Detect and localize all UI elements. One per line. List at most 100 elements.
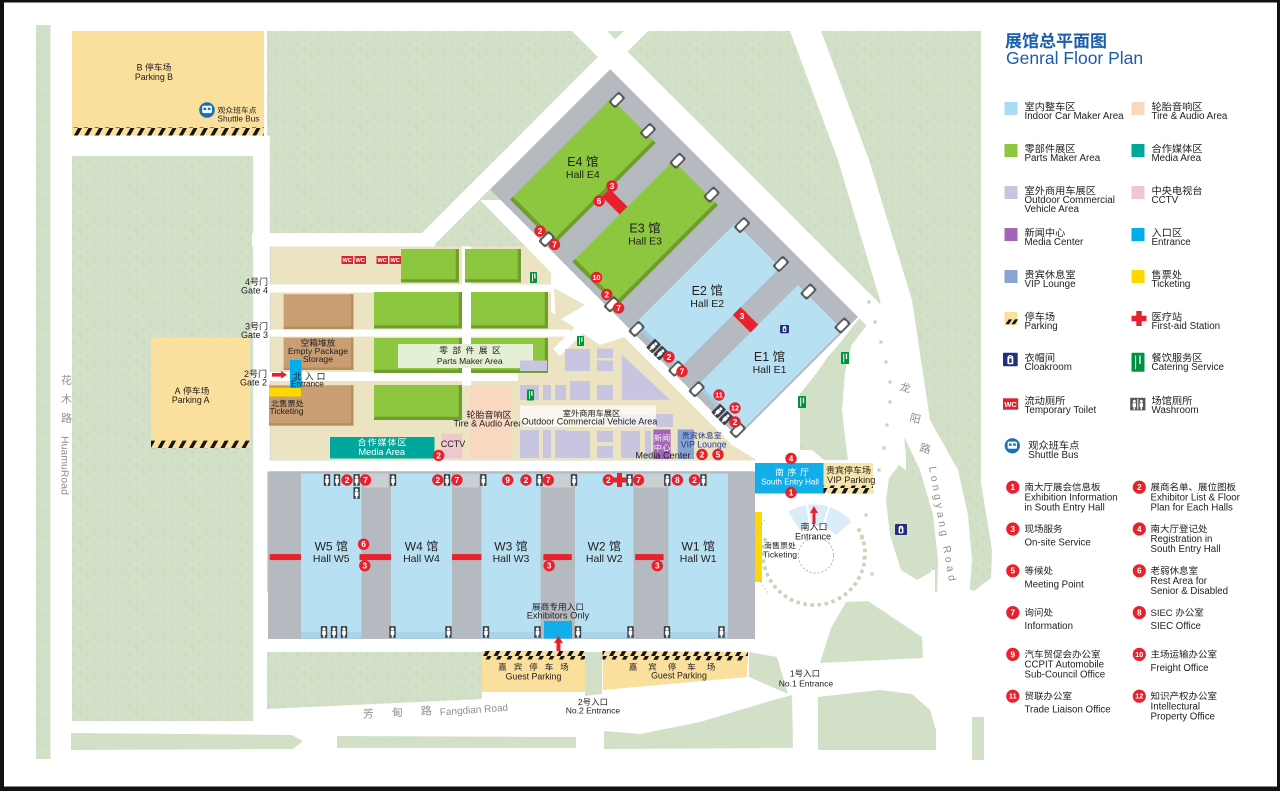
svg-text:Hall W4: Hall W4 — [403, 553, 440, 565]
svg-text:Registration in: Registration in — [1151, 534, 1213, 545]
svg-text:2: 2 — [578, 697, 583, 707]
svg-text:South Entry Hall: South Entry Hall — [1151, 544, 1221, 555]
svg-text:W3: W3 — [494, 540, 512, 554]
svg-text:Cloakroom: Cloakroom — [1025, 362, 1072, 373]
svg-text:3: 3 — [740, 312, 745, 321]
svg-text:Parts Maker Area: Parts Maker Area — [1025, 153, 1101, 164]
svg-text:Media Center: Media Center — [635, 451, 690, 461]
svg-text:9: 9 — [505, 476, 510, 485]
svg-text:E1: E1 — [754, 350, 769, 364]
svg-text:1: 1 — [1011, 483, 1016, 492]
svg-text:Trade Liaison Office: Trade Liaison Office — [1025, 705, 1111, 716]
svg-text:3: 3 — [1011, 525, 1016, 534]
svg-text:Gate 2: Gate 2 — [240, 378, 267, 388]
svg-text:2: 2 — [692, 476, 697, 485]
svg-text:5: 5 — [1011, 567, 1016, 576]
svg-text:B: B — [137, 63, 143, 73]
svg-text:Exhibition Information: Exhibition Information — [1025, 492, 1118, 503]
svg-text:Exhibitor List & Floor: Exhibitor List & Floor — [1151, 492, 1241, 503]
svg-text:Shuttle Bus: Shuttle Bus — [218, 115, 260, 124]
svg-text:11: 11 — [1009, 692, 1017, 701]
svg-text:Hall E1: Hall E1 — [753, 364, 787, 376]
svg-text:3: 3 — [363, 562, 368, 571]
svg-text:Entrance: Entrance — [795, 532, 831, 542]
svg-text:W5: W5 — [315, 540, 333, 554]
svg-text:9: 9 — [1011, 650, 1016, 659]
svg-text:Ticketing: Ticketing — [763, 550, 797, 560]
svg-text:On-site Service: On-site Service — [1025, 538, 1091, 549]
svg-text:10: 10 — [1135, 650, 1143, 659]
svg-text:Temporary Toilet: Temporary Toilet — [1025, 405, 1097, 416]
svg-text:Entrance: Entrance — [1152, 237, 1192, 248]
svg-text:7: 7 — [616, 304, 621, 313]
svg-text:SIEC Office: SIEC Office — [1151, 621, 1201, 632]
svg-text:3: 3 — [610, 182, 615, 191]
svg-text:2: 2 — [244, 369, 249, 379]
svg-text:Property Office: Property Office — [1151, 711, 1215, 722]
svg-text:Media Center: Media Center — [1025, 237, 1085, 248]
svg-text:Parking A: Parking A — [172, 395, 210, 405]
svg-text:Genral Floor Plan: Genral Floor Plan — [1006, 48, 1143, 68]
svg-text:Hall W5: Hall W5 — [313, 553, 350, 565]
svg-text:Entrance: Entrance — [291, 380, 324, 389]
svg-text:7: 7 — [1011, 609, 1016, 618]
svg-text:First-aid Station: First-aid Station — [1152, 321, 1221, 332]
svg-text:Freight Office: Freight Office — [1151, 663, 1209, 674]
svg-text:W4: W4 — [405, 540, 423, 554]
svg-text:WC: WC — [1004, 400, 1017, 409]
svg-text:2: 2 — [733, 418, 738, 427]
svg-text:2: 2 — [700, 450, 705, 459]
svg-text:Indoor Car Maker Area: Indoor Car Maker Area — [1025, 111, 1125, 122]
svg-text:4: 4 — [789, 454, 794, 463]
svg-text:WC: WC — [343, 258, 352, 264]
svg-text:1: 1 — [789, 488, 794, 497]
svg-text:Media Area: Media Area — [1152, 153, 1202, 164]
svg-text:2: 2 — [345, 476, 350, 485]
svg-text:Sub-Council Office: Sub-Council Office — [1025, 670, 1106, 681]
svg-text:Hall E2: Hall E2 — [690, 298, 724, 310]
svg-text:Hall W3: Hall W3 — [493, 553, 530, 565]
svg-text:Media Area: Media Area — [359, 447, 406, 457]
svg-text:3: 3 — [547, 562, 552, 571]
svg-text:2: 2 — [436, 451, 441, 460]
svg-text:6: 6 — [361, 540, 366, 549]
svg-text:10: 10 — [593, 273, 601, 282]
svg-text:A: A — [175, 386, 181, 396]
svg-text:Gate 4: Gate 4 — [241, 286, 268, 296]
svg-text:8: 8 — [675, 476, 680, 485]
svg-text:Hall W1: Hall W1 — [680, 553, 717, 565]
svg-text:4: 4 — [245, 277, 250, 287]
svg-text:No.1 Entrance: No.1 Entrance — [779, 679, 834, 689]
svg-text:Ticketing: Ticketing — [1152, 279, 1191, 290]
svg-text:2: 2 — [606, 476, 611, 485]
svg-text:2: 2 — [524, 476, 529, 485]
svg-text:Plan for Each Halls: Plan for Each Halls — [1151, 502, 1234, 513]
svg-text:7: 7 — [552, 240, 557, 249]
svg-text:7: 7 — [455, 476, 460, 485]
svg-text:Storage: Storage — [303, 354, 333, 364]
svg-text:Information: Information — [1025, 621, 1073, 632]
svg-text:Meeting Point: Meeting Point — [1025, 579, 1085, 590]
svg-text:7: 7 — [636, 476, 641, 485]
svg-text:Hall E3: Hall E3 — [628, 236, 662, 248]
svg-text:WC: WC — [378, 258, 387, 264]
svg-text:in South Entry Hall: in South Entry Hall — [1025, 502, 1105, 513]
svg-text:E2: E2 — [692, 284, 707, 298]
svg-text:2: 2 — [538, 227, 543, 236]
svg-text:VIP Lounge: VIP Lounge — [1025, 279, 1077, 290]
svg-text:3: 3 — [245, 322, 250, 332]
svg-text:Parking B: Parking B — [135, 72, 173, 82]
svg-text:Catering Service: Catering Service — [1152, 362, 1225, 373]
svg-text:Ticketing: Ticketing — [270, 406, 304, 416]
svg-text:CCTV: CCTV — [441, 439, 466, 449]
svg-text:2: 2 — [605, 290, 610, 299]
svg-text:12: 12 — [731, 404, 739, 413]
svg-text:7: 7 — [363, 476, 368, 485]
svg-text:12: 12 — [1135, 692, 1143, 701]
svg-text:4: 4 — [1137, 525, 1142, 534]
svg-text:Intellectural: Intellectural — [1151, 701, 1201, 712]
svg-text:Guest Parking: Guest Parking — [651, 671, 707, 681]
svg-text:2: 2 — [436, 476, 441, 485]
svg-text:Vehicle Area: Vehicle Area — [1025, 204, 1080, 215]
svg-text:Exhibitors Only: Exhibitors Only — [527, 611, 590, 621]
